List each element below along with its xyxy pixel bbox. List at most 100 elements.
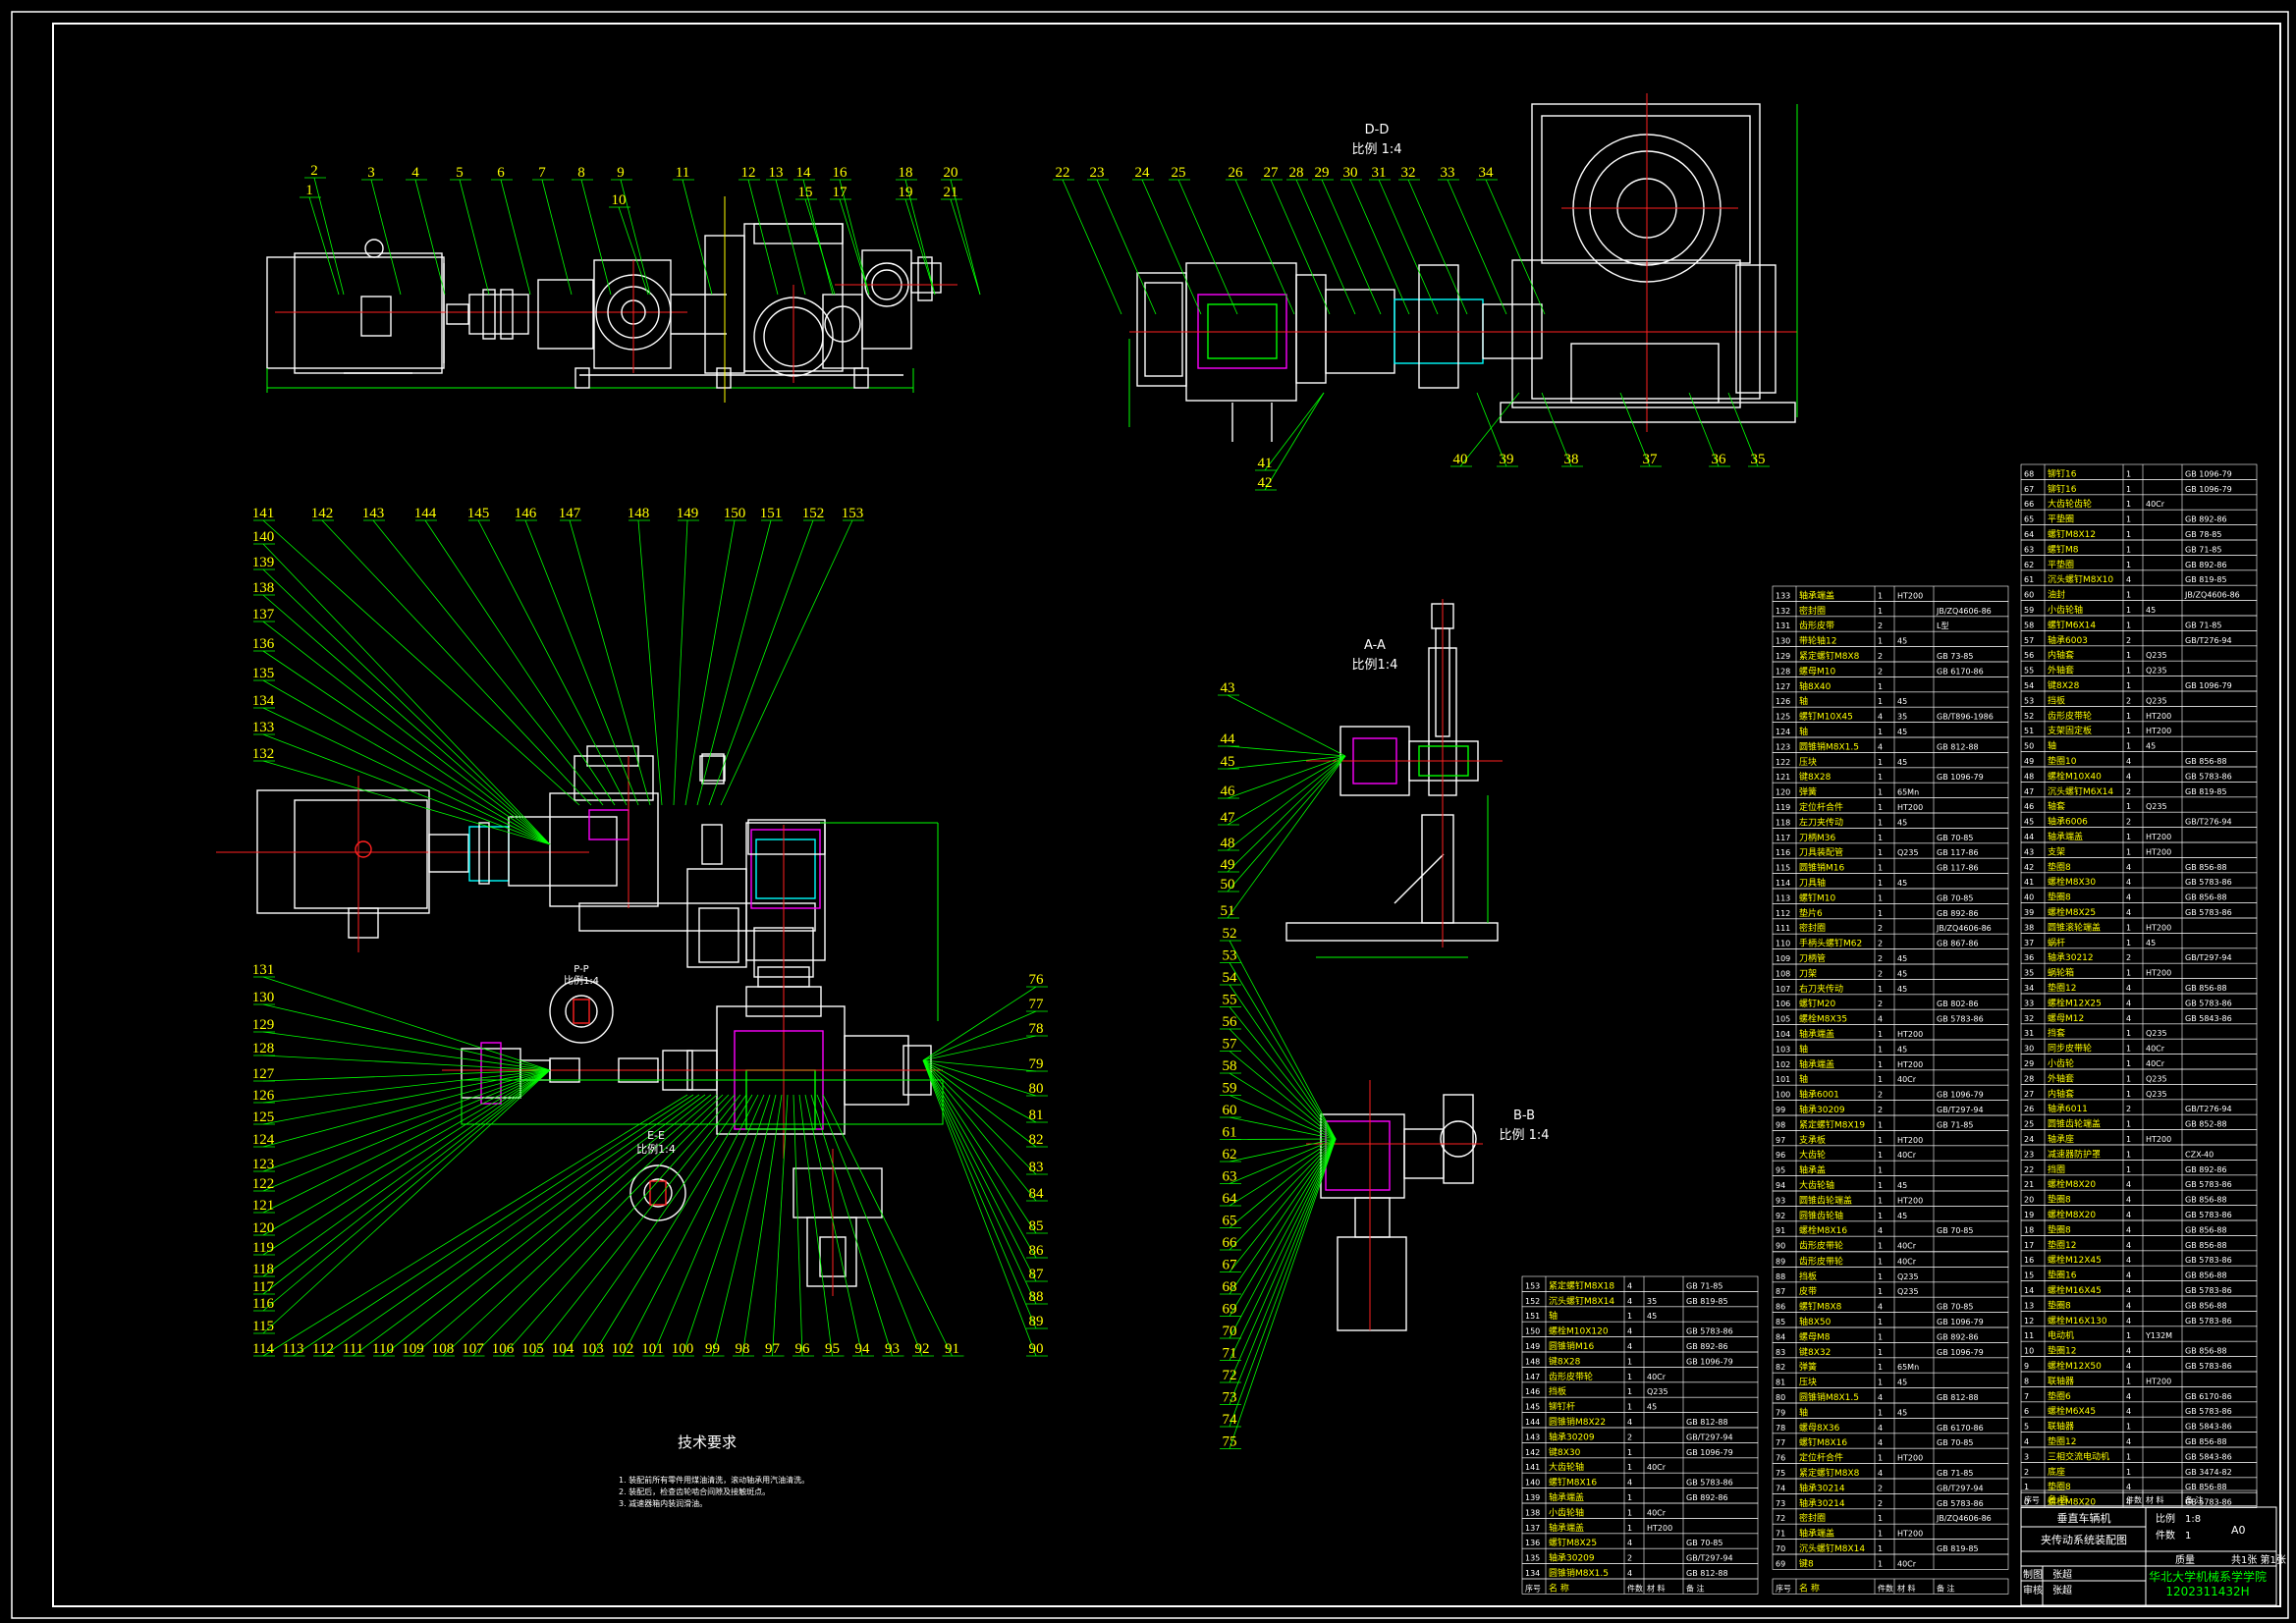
table-cell: 联轴器 xyxy=(2048,1421,2074,1433)
table-cell: 1 xyxy=(2126,1423,2131,1432)
balloon-b-97: 97 xyxy=(765,1341,781,1357)
table-cell: 129 xyxy=(1776,652,1790,661)
table-cell: 27 xyxy=(2024,1090,2034,1099)
table-cell: 4 xyxy=(1878,1469,1883,1478)
table-cell: 45 xyxy=(1897,728,1907,736)
table-cell: GB/T297-94 xyxy=(2185,953,2232,962)
table-cell: 螺钉M10 xyxy=(1799,893,1835,903)
balloon-aa-47: 47 xyxy=(1221,810,1236,826)
table-cell: Q235 xyxy=(2146,696,2167,705)
balloon-dd-22: 22 xyxy=(1056,165,1070,181)
table-cell: 1 xyxy=(1878,1363,1883,1372)
table-cell: 轴承30209 xyxy=(1549,1431,1595,1442)
balloon-r-88: 88 xyxy=(1029,1289,1044,1305)
balloon-r-85: 85 xyxy=(1029,1218,1044,1234)
table-cell: GB 73-85 xyxy=(1937,652,1973,661)
table-cell: 96 xyxy=(1776,1151,1785,1160)
table-cell: 密封圈 xyxy=(1799,1512,1826,1524)
table-cell: GB 5783-86 xyxy=(2185,908,2232,917)
balloon-t2-142: 142 xyxy=(311,506,334,521)
table-cell: 138 xyxy=(1525,1508,1540,1517)
table-cell: 46 xyxy=(2024,802,2034,811)
table-cell: GB 117-86 xyxy=(1937,864,1979,873)
table-cell: GB 5783-86 xyxy=(2185,1407,2232,1416)
table-cell: 小齿轮 xyxy=(2048,1057,2074,1069)
table-cell: 圆锥销M16 xyxy=(1549,1340,1594,1352)
table-cell: GB 5783-86 xyxy=(2185,999,2232,1007)
table-cell: HT200 xyxy=(1897,1196,1923,1205)
balloon-bb-72: 72 xyxy=(1223,1368,1237,1383)
table-cell: Q235 xyxy=(2146,1074,2167,1083)
table-cell: 21 xyxy=(2024,1180,2034,1189)
table-cell: 2 xyxy=(1878,940,1883,948)
balloon-r-83: 83 xyxy=(1029,1160,1044,1175)
table-cell: GB 1096-79 xyxy=(1937,1318,1984,1326)
table-cell: 4 xyxy=(1627,1281,1632,1290)
table-cell: 轴 xyxy=(1799,726,1808,737)
table-cell: HT200 xyxy=(1647,1524,1672,1533)
table-cell: 圆锥销M8X1.5 xyxy=(1799,1391,1859,1403)
table-cell: GB/T896-1986 xyxy=(1937,713,1994,722)
table-cell: 20 xyxy=(2024,1196,2034,1205)
table-cell: 垫圈10 xyxy=(2048,755,2077,767)
table-cell: 90 xyxy=(1776,1242,1785,1251)
table-cell: 47 xyxy=(2024,787,2034,796)
balloon-dd-23: 23 xyxy=(1090,165,1105,181)
table-cell: 备 注 xyxy=(1686,1583,1705,1593)
balloon-b-101: 101 xyxy=(641,1341,664,1357)
balloon-top-1: 1 xyxy=(305,183,313,198)
table-cell: 蜗杆 xyxy=(2048,937,2065,948)
table-cell: 1 xyxy=(2126,833,2131,841)
table-cell: 螺钉M10X45 xyxy=(1799,712,1853,723)
table-cell: 88 xyxy=(1776,1272,1785,1281)
table-cell: 沉头螺钉M8X14 xyxy=(1549,1296,1614,1307)
table-cell: 122 xyxy=(1776,758,1790,767)
table-cell: 键8X30 xyxy=(1549,1446,1581,1458)
table-cell: 6 xyxy=(2024,1407,2029,1416)
table-cell: 97 xyxy=(1776,1136,1785,1145)
balloon-dd-27: 27 xyxy=(1264,165,1280,181)
table-cell: 4 xyxy=(1627,1539,1632,1547)
balloon-dd-36: 36 xyxy=(1712,452,1727,467)
table-cell: 89 xyxy=(1776,1257,1785,1266)
balloon-l-139: 139 xyxy=(252,555,275,570)
table-cell: 1 xyxy=(1878,1136,1883,1145)
table-cell: 刀柄管 xyxy=(1799,952,1826,964)
table-cell: 2 xyxy=(2126,818,2131,827)
balloon-r-90: 90 xyxy=(1029,1341,1044,1357)
table-cell: 4 xyxy=(2024,1437,2029,1446)
table-cell: 垫圈8 xyxy=(2048,1299,2071,1311)
table-cell: Y132M xyxy=(2145,1331,2172,1340)
balloon-b-98: 98 xyxy=(736,1341,750,1357)
table-cell: 名 称 xyxy=(2048,1493,2068,1505)
table-cell: 名 称 xyxy=(1549,1582,1569,1594)
table-cell: 1 xyxy=(2126,651,2131,660)
balloon-l-136: 136 xyxy=(252,636,275,652)
pp-scale: 比例1:4 xyxy=(564,974,599,987)
table-cell: 45 xyxy=(1897,758,1907,767)
balloon-l-133: 133 xyxy=(252,720,275,735)
table-cell: 轴承6011 xyxy=(2048,1103,2088,1114)
table-cell: GB 70-85 xyxy=(1937,834,1973,842)
table-cell: 145 xyxy=(1525,1403,1540,1412)
table-cell: 垫圈8 xyxy=(2048,892,2071,903)
table-cell: HT200 xyxy=(2146,1377,2171,1385)
balloon-l-134: 134 xyxy=(252,693,275,709)
table-cell: 1 xyxy=(1627,1357,1632,1366)
table-cell: HT200 xyxy=(1897,1030,1923,1039)
table-cell: 备 注 xyxy=(2185,1494,2204,1504)
balloon-dd-32: 32 xyxy=(1401,165,1416,181)
table-cell: HT200 xyxy=(2146,712,2171,721)
table-cell: 垫圈8 xyxy=(2048,861,2071,873)
table-cell: 4 xyxy=(1627,1327,1632,1336)
table-cell: 45 xyxy=(1897,985,1907,994)
table-cell: 螺钉M6X14 xyxy=(2048,620,2096,630)
table-cell: 垫圈12 xyxy=(2048,1345,2076,1357)
table-cell: 4 xyxy=(1878,1015,1883,1024)
balloon-bb-64: 64 xyxy=(1223,1191,1238,1207)
table-cell: 87 xyxy=(1776,1287,1785,1296)
table-cell: 29 xyxy=(2024,1059,2034,1068)
table-cell: GB 856-88 xyxy=(2185,757,2227,766)
table-cell: 4 xyxy=(1878,1438,1883,1447)
